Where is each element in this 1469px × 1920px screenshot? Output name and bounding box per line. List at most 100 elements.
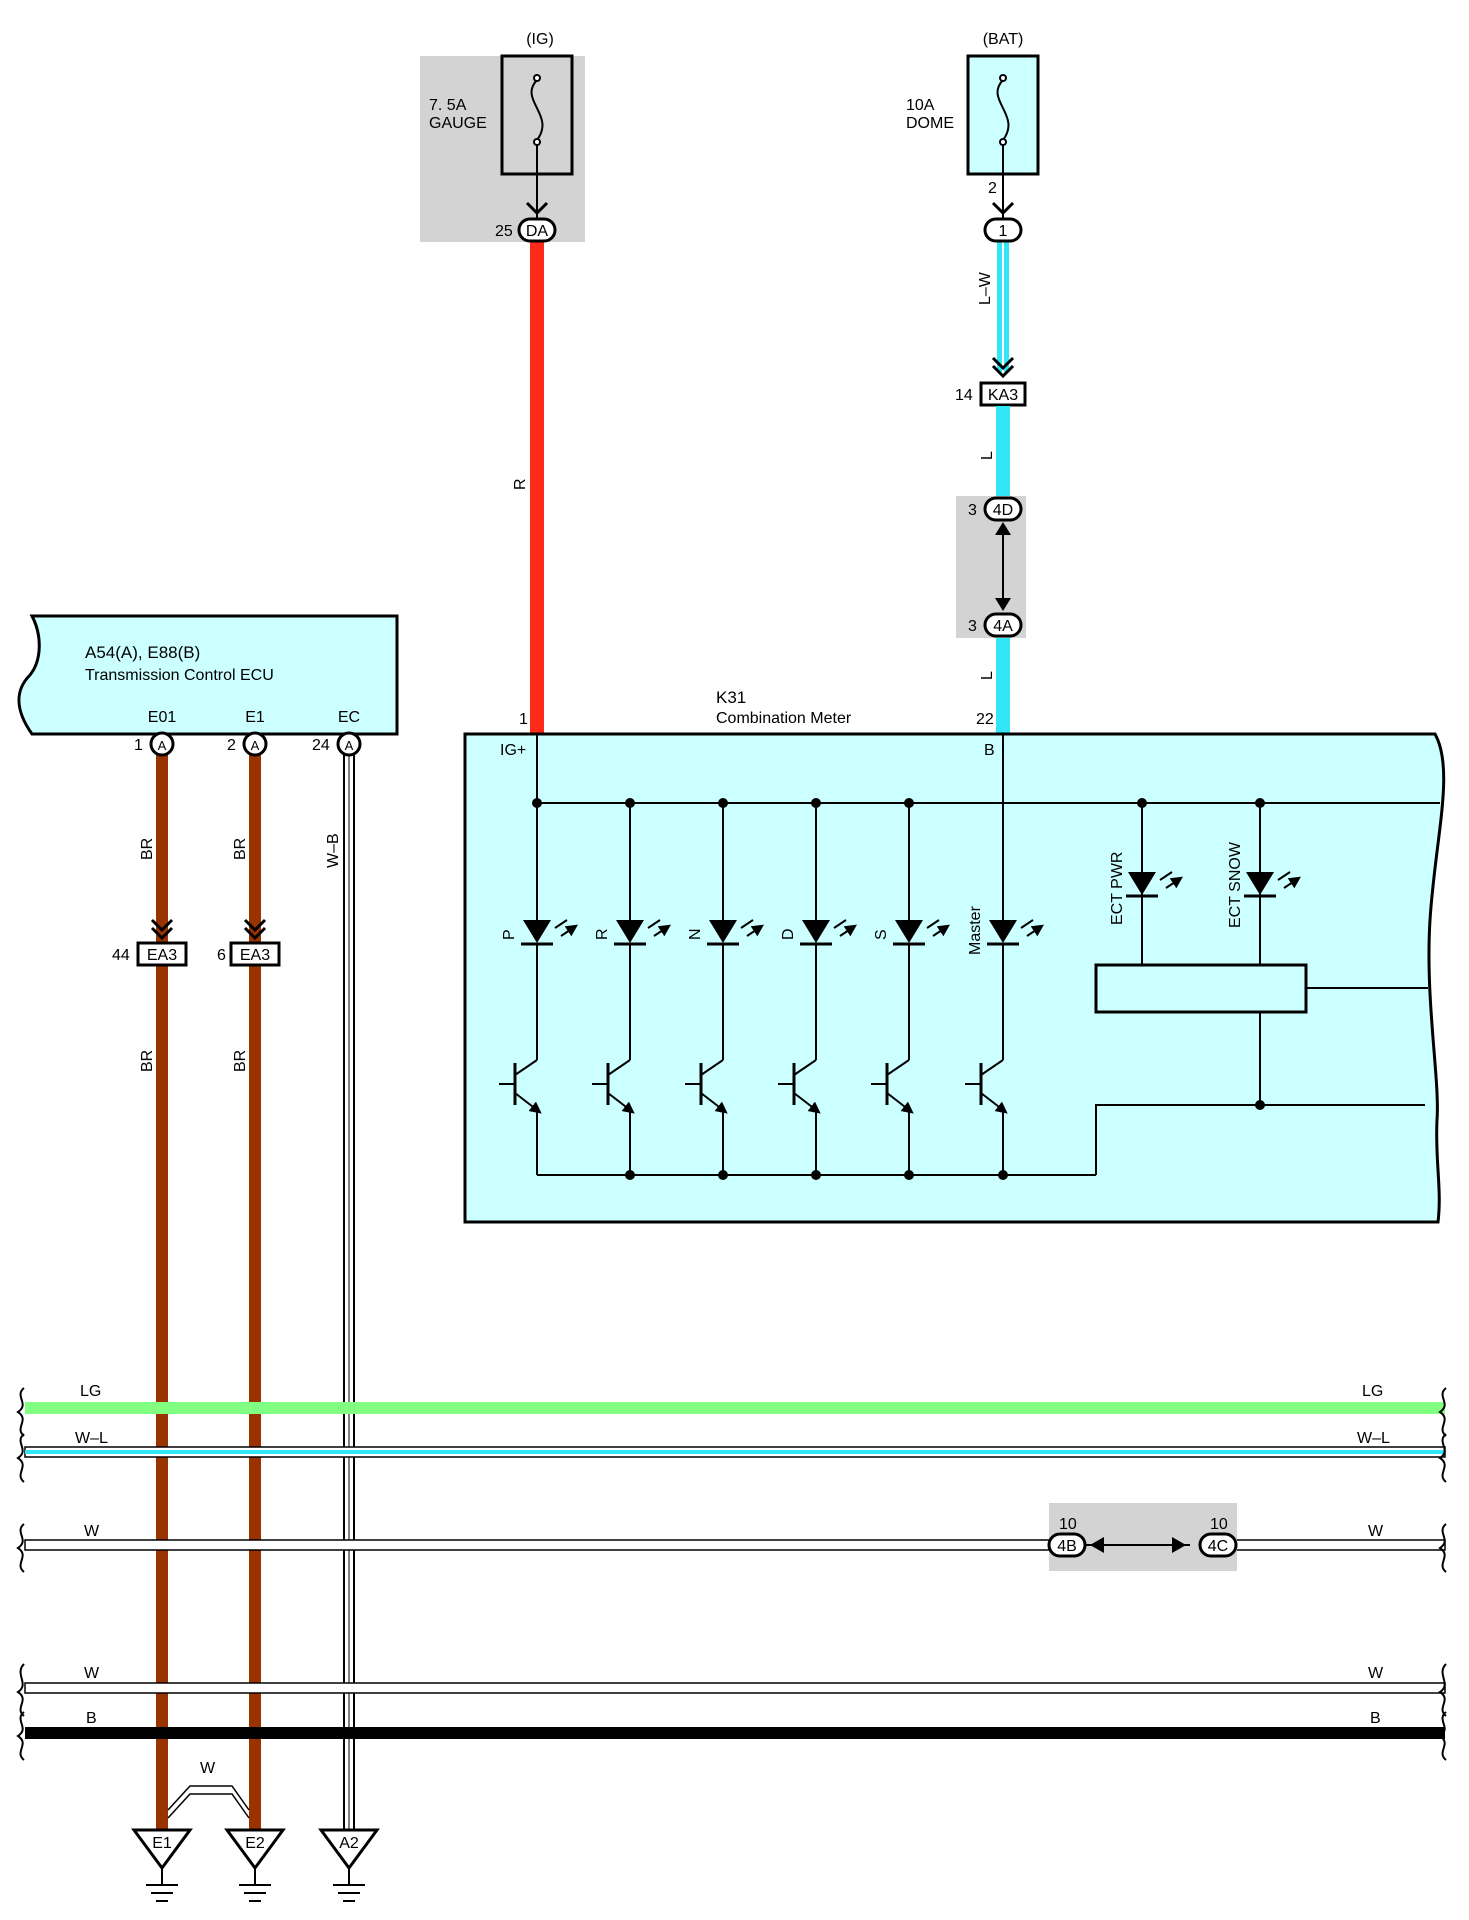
- wire-ig-red: [530, 242, 544, 734]
- break-mark-icon: [1438, 1387, 1447, 1437]
- ground-jumper-label: W: [200, 1760, 216, 1777]
- connector-ecu-pin: 2: [227, 737, 236, 754]
- wire-bat-l1: [996, 406, 1010, 506]
- connector-da-pin: 25: [495, 223, 513, 240]
- connector-4c-pin: 10: [1210, 1516, 1228, 1533]
- fuse-bat-supply: (BAT): [983, 31, 1024, 48]
- connector-4a: 4A 3: [968, 612, 1023, 638]
- fuse-symbol-icon: [530, 79, 544, 141]
- led-icon: [1128, 872, 1156, 895]
- svg-text:4C: 4C: [1208, 1538, 1228, 1555]
- bus-w2-label-left: W: [84, 1665, 100, 1682]
- indicator-s: S: [871, 803, 945, 1175]
- ect-driver-block: [1094, 963, 1308, 1014]
- fuse-bat-rating: 10A: [906, 97, 935, 114]
- bus-lg-label-right: LG: [1362, 1383, 1383, 1400]
- ect-snow-label: ECT SNOW: [1227, 841, 1244, 928]
- bus-b-label-left: B: [86, 1710, 97, 1727]
- wire-bat-l1-label: L: [979, 451, 996, 460]
- arrow-up-icon: [995, 522, 1011, 535]
- bus-lg-label-left: LG: [80, 1383, 101, 1400]
- svg-text:E2: E2: [245, 1835, 265, 1852]
- led-icon: [802, 920, 830, 943]
- chevron-down-icon: [991, 201, 1015, 216]
- meter-name: Combination Meter: [716, 710, 852, 727]
- fuse-bat-name: DOME: [906, 115, 954, 132]
- break-mark-icon: [1438, 1711, 1447, 1761]
- connector-ecu-pin: 1: [134, 737, 143, 754]
- bus-w1-label-right: W: [1368, 1523, 1384, 1540]
- wire-bat-lw-label: L–W: [977, 271, 994, 305]
- break-mark-icon: [16, 1433, 25, 1483]
- wire-e1-br: [249, 752, 261, 1830]
- connector-4b-pin: 10: [1059, 1516, 1077, 1533]
- wire-ig-label: R: [512, 478, 529, 490]
- ecu-body: [17, 614, 399, 736]
- indicator-s-label: S: [873, 929, 890, 940]
- meter-term-b: B: [984, 742, 995, 759]
- wire-bat-l2: [996, 638, 1010, 734]
- ground-jumper: W: [167, 1760, 250, 1819]
- bus-w2: [24, 1682, 1446, 1694]
- bus-b: [25, 1727, 1445, 1739]
- ground-icon: [224, 1828, 286, 1871]
- ground-a2: A2: [318, 1828, 380, 1902]
- bus-w1-label-left: W: [84, 1523, 100, 1540]
- connector-ea3-6: EA3 6: [217, 941, 281, 967]
- connector-ka3-label: KA3: [988, 387, 1018, 404]
- ground-icon: [318, 1828, 380, 1871]
- fuse-bat: (BAT) 10A DOME 2: [906, 31, 1040, 222]
- break-mark-icon: [16, 1711, 25, 1761]
- connector-ea3-pin: 44: [112, 947, 130, 964]
- svg-text:A: A: [158, 738, 167, 753]
- indicator-p-label: P: [501, 929, 518, 940]
- ecu-terminal-e1: E1: [245, 709, 265, 726]
- arrow-left-icon: [1090, 1537, 1104, 1553]
- bus-wl-label-left: W–L: [75, 1430, 108, 1447]
- ecu-title: A54(A), E88(B): [85, 643, 200, 662]
- bus-w1: [24, 1539, 1446, 1551]
- svg-text:A2: A2: [339, 1835, 359, 1852]
- connector-4d-label: 4D: [993, 502, 1013, 519]
- svg-text:A: A: [345, 738, 354, 753]
- connector-ecu-a-24: A 24: [312, 731, 362, 757]
- break-mark-icon: [1438, 1523, 1447, 1573]
- connector-4b: 4B 10: [1047, 1516, 1087, 1558]
- fuse-ig-name: GAUGE: [429, 115, 487, 132]
- bus-lg: [25, 1402, 1445, 1414]
- arrow-right-icon: [1172, 1537, 1186, 1553]
- connector-4d: 4D 3: [968, 496, 1023, 522]
- ect-snow-indicator: ECT SNOW: [1227, 841, 1296, 928]
- ground-icon: [131, 1828, 193, 1871]
- arrow-down-icon: [995, 598, 1011, 611]
- led-icon: [709, 920, 737, 943]
- svg-text:EA3: EA3: [147, 947, 177, 964]
- fuse-ig: (IG) 7. 5A GAUGE: [420, 31, 585, 242]
- indicator-d: D: [778, 803, 852, 1175]
- wire-e1-label: BR: [232, 838, 249, 860]
- indicator-master-label: Master: [967, 905, 984, 955]
- connector-4d-pin: 3: [968, 502, 977, 519]
- connector-bat-1: 1: [983, 217, 1023, 243]
- svg-text:4B: 4B: [1057, 1538, 1077, 1555]
- indicator-n: N: [685, 803, 759, 1175]
- break-mark-icon: [1438, 1433, 1447, 1483]
- connector-da: DA 25: [495, 217, 557, 243]
- led-icon: [989, 920, 1017, 943]
- connector-ecu-pin: 24: [312, 737, 330, 754]
- indicator-r-label: R: [594, 928, 611, 940]
- bus-w2-label-right: W: [1368, 1665, 1384, 1682]
- meter-code: K31: [716, 688, 746, 707]
- ground-e2: E2: [224, 1828, 286, 1902]
- indicator-p: P: [499, 803, 573, 1175]
- meter-pin-ig: 1: [519, 711, 528, 728]
- chevron-down-icon: [243, 918, 267, 941]
- indicator-d-label: D: [780, 928, 797, 940]
- ect-pwr-indicator: ECT PWR: [1109, 852, 1178, 925]
- ecu-connectors: A 1 A 2 A 24: [134, 731, 362, 757]
- break-mark-icon: [1438, 1663, 1447, 1717]
- led-icon: [1246, 872, 1274, 895]
- connector-ea3-pin: 6: [217, 947, 226, 964]
- connector-ea3-44: EA3 44: [112, 941, 188, 967]
